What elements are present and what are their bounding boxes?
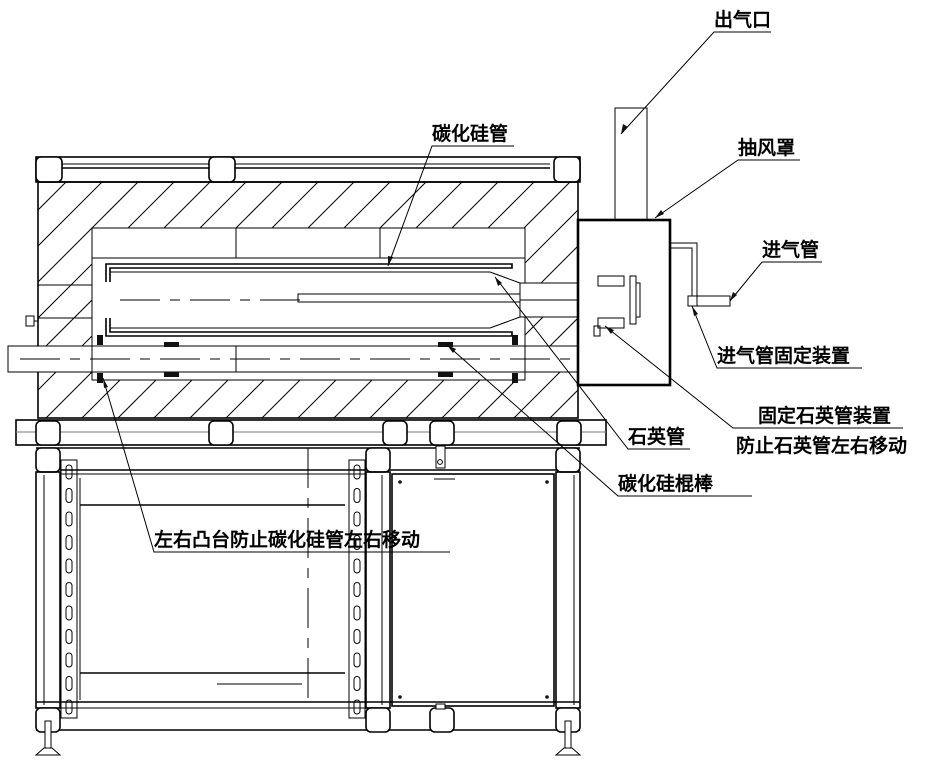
hatch-line (38, 182, 161, 418)
label-gas-outlet: 出气口 (714, 8, 771, 31)
leveling-foot (34, 720, 62, 756)
bracket-slot (353, 652, 361, 668)
gas-inlet-pipe (670, 242, 731, 307)
hatch-line (527, 182, 578, 418)
label-sic-rod: 碳化硅棍棒 (618, 472, 714, 495)
quartz-fixture (593, 275, 641, 337)
label-quartz-fixture-2: 防止石英管左右移动 (736, 434, 907, 457)
bracket-slot (65, 676, 73, 691)
panel-latch (435, 445, 446, 469)
boss-block (97, 335, 103, 345)
slotted-bracket (348, 459, 366, 719)
gas-outlet-duct (614, 107, 648, 221)
bracket-slot (65, 629, 73, 644)
bracket-slot (353, 535, 361, 550)
hatch-line (455, 182, 578, 418)
bracket-slot (353, 582, 361, 597)
rod-support (438, 372, 453, 377)
hatch-line (38, 182, 53, 418)
bracket-slot (65, 652, 73, 668)
bracket-slot (353, 464, 361, 480)
leader-lines (102, 31, 903, 553)
exhaust-hood (576, 107, 672, 387)
hatch-line (0, 160, 16, 440)
bracket-slot (65, 582, 73, 597)
label-inlet-pipe-fixture: 进气管固定装置 (717, 344, 850, 367)
side-fitting (25, 315, 38, 327)
slotted-bracket (60, 459, 78, 719)
lower-frame (15, 419, 607, 756)
bracket-slot (353, 629, 361, 644)
hatch-line (491, 182, 578, 418)
rod-support (164, 372, 179, 377)
frame-corner-post (553, 156, 581, 183)
rod-support (438, 342, 453, 347)
leveling-foot (554, 720, 582, 756)
label-boss-note: 左右凸台防止碳化硅管左右移动 (154, 528, 420, 551)
bracket-slot (353, 511, 361, 527)
bracket-slot (353, 699, 361, 715)
label-exhaust-hood: 抽风罩 (738, 136, 795, 159)
sic-tube (105, 263, 521, 337)
boss-block (97, 373, 103, 383)
boss-block (512, 373, 518, 383)
bracket-slot (65, 699, 73, 715)
label-quartz-fixture-1: 固定石英管装置 (758, 404, 891, 427)
bracket-slot (65, 511, 73, 527)
bracket-slot (65, 535, 73, 550)
bracket-slot (353, 676, 361, 691)
access-panel (391, 445, 555, 710)
boss-block (512, 335, 518, 345)
hatch-line (38, 182, 89, 418)
label-sic-tube: 碳化硅管 (432, 122, 508, 145)
label-quartz-tube: 石英管 (627, 425, 685, 448)
bracket-slot (65, 605, 73, 621)
frame-corner-post (35, 156, 63, 183)
hatch-line (38, 182, 197, 418)
left-panel-opening (79, 448, 345, 705)
rod-support (164, 342, 179, 347)
bracket-slot (353, 605, 361, 621)
hatch-line (38, 182, 125, 418)
label-gas-inlet-pipe: 进气管 (762, 238, 819, 261)
frame-post (208, 156, 236, 183)
bracket-slot (65, 488, 73, 503)
top-frame-rail (35, 156, 581, 183)
bracket-slot (65, 558, 73, 574)
bracket-slot (65, 464, 73, 480)
bracket-slot (353, 558, 361, 574)
bracket-slot (353, 488, 361, 503)
